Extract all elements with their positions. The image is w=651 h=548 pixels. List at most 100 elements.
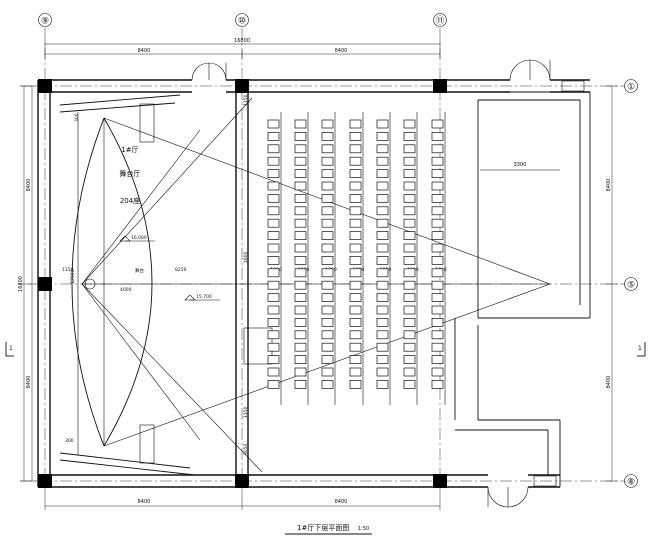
seat [267,330,280,340]
seat [294,280,307,290]
svg-text:⑧: ⑧ [627,478,635,488]
seat [376,305,389,315]
stage-dim-3: 8250 [175,267,187,273]
seat [294,355,307,364]
drawing-title: 1#厅下层平面图 [297,524,349,532]
seat [431,243,444,253]
seat [349,144,362,154]
seat [267,194,280,203]
seat [403,305,416,315]
elevation-mark-b: 15.700 [184,294,220,301]
stage-center-mark [84,278,96,290]
seat [321,218,334,228]
svg-text:8400: 8400 [606,179,612,192]
seat [376,243,389,253]
seat [376,119,389,129]
seat [321,156,334,166]
section-mark-left: 1 [5,342,14,357]
seat [376,367,389,377]
aisle-dim-1: 1150 [243,94,249,106]
seat [267,206,280,216]
seat [349,268,362,278]
seat [294,330,307,340]
seat [294,268,307,278]
seat [294,243,307,253]
seat [403,194,416,203]
seat [349,367,362,377]
seat [403,144,416,154]
svg-text:16800: 16800 [234,38,250,44]
stage-dim-2: 4000 [120,287,132,293]
door-top-left [191,62,227,81]
seat [349,206,362,216]
stage-dim-5: 300 [74,113,80,122]
dimension-right: 8400 8400 [606,85,618,482]
seat [294,318,307,327]
svg-text:8400: 8400 [138,48,151,54]
seat [321,132,334,141]
seat [267,380,280,389]
seat [267,231,280,240]
svg-text:1: 1 [9,345,13,352]
grid-bubble-right-bottom: ⑧ [624,474,638,488]
door-bottom-right [487,486,529,508]
seat [431,119,444,129]
seat [267,169,280,178]
seat [321,169,334,178]
seat [431,144,444,154]
seat [403,119,416,129]
seat [321,380,334,389]
seat [267,144,280,154]
seat [321,268,334,278]
stage-dim-1: 1150 [62,267,74,273]
seat [431,380,444,389]
seat [321,305,334,315]
svg-text:⑨: ⑨ [41,17,49,27]
svg-text:8400: 8400 [138,499,151,505]
seat [267,280,280,290]
seat [349,156,362,166]
seat [403,380,416,389]
side-room-dimension: 3300 [514,162,527,168]
seat [403,355,416,364]
window-top-right [561,80,585,92]
seat [267,256,280,265]
seat [431,218,444,228]
seat [321,342,334,352]
svg-text:16.000: 16.000 [131,235,147,241]
seat [376,181,389,191]
svg-text:16800: 16800 [18,276,24,292]
seat [376,342,389,352]
seat [321,119,334,129]
svg-text:8400: 8400 [606,376,612,389]
seat [403,268,416,278]
door-top-right [509,59,551,81]
seat [267,305,280,315]
seat [403,132,416,141]
seat [267,119,280,129]
seat [349,330,362,340]
seat [403,243,416,253]
seat [403,218,416,228]
stage-back-curve [103,117,153,447]
seat [294,169,307,178]
seat [294,293,307,302]
seat [294,144,307,154]
svg-text:8400: 8400 [335,48,348,54]
seating-block [267,112,446,405]
seat [376,268,389,278]
room-name: 1#厅 [121,146,138,154]
seat [294,342,307,352]
seat [376,380,389,389]
stage-label: 舞台 [135,267,144,274]
seat [376,256,389,265]
seat [403,206,416,216]
seat [376,280,389,290]
seat [294,231,307,240]
seat [376,330,389,340]
seat [321,231,334,240]
seat [431,194,444,203]
seat [349,305,362,315]
seat [267,181,280,191]
